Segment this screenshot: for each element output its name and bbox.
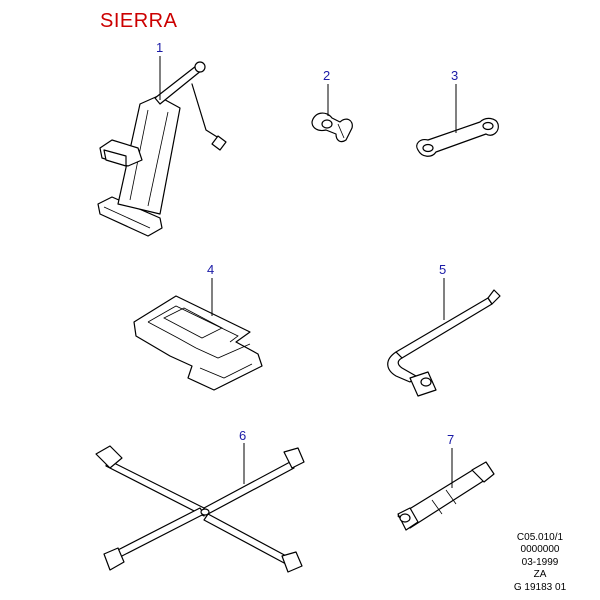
callout-2: 2 <box>323 68 330 83</box>
model-title: SIERRA <box>100 10 178 32</box>
ref-line: G 19183 01 <box>513 581 567 593</box>
cross-wrench-illustration <box>95 445 305 573</box>
callout-4: 4 <box>207 262 214 277</box>
callout-5: 5 <box>439 262 446 277</box>
reference-block: C05.010/1 0000000 03-1999 ZA G 19183 01 <box>490 532 590 595</box>
jack-tray-illustration <box>133 295 263 391</box>
socket-extension-illustration <box>397 461 495 531</box>
callout-6: 6 <box>239 428 246 443</box>
callout-3: 3 <box>451 68 458 83</box>
ref-line: ZA <box>533 569 547 580</box>
wing-nut-illustration <box>311 112 353 143</box>
ref-line: 0000000 <box>520 544 560 555</box>
towing-strap-illustration <box>416 117 499 157</box>
ref-line: 03-1999 <box>521 556 559 568</box>
callout-7: 7 <box>447 432 454 447</box>
callout-1: 1 <box>156 40 163 55</box>
ref-line: C05.010/1 <box>516 531 564 543</box>
jack-illustration <box>97 61 227 237</box>
wheel-brace-illustration <box>387 289 501 397</box>
